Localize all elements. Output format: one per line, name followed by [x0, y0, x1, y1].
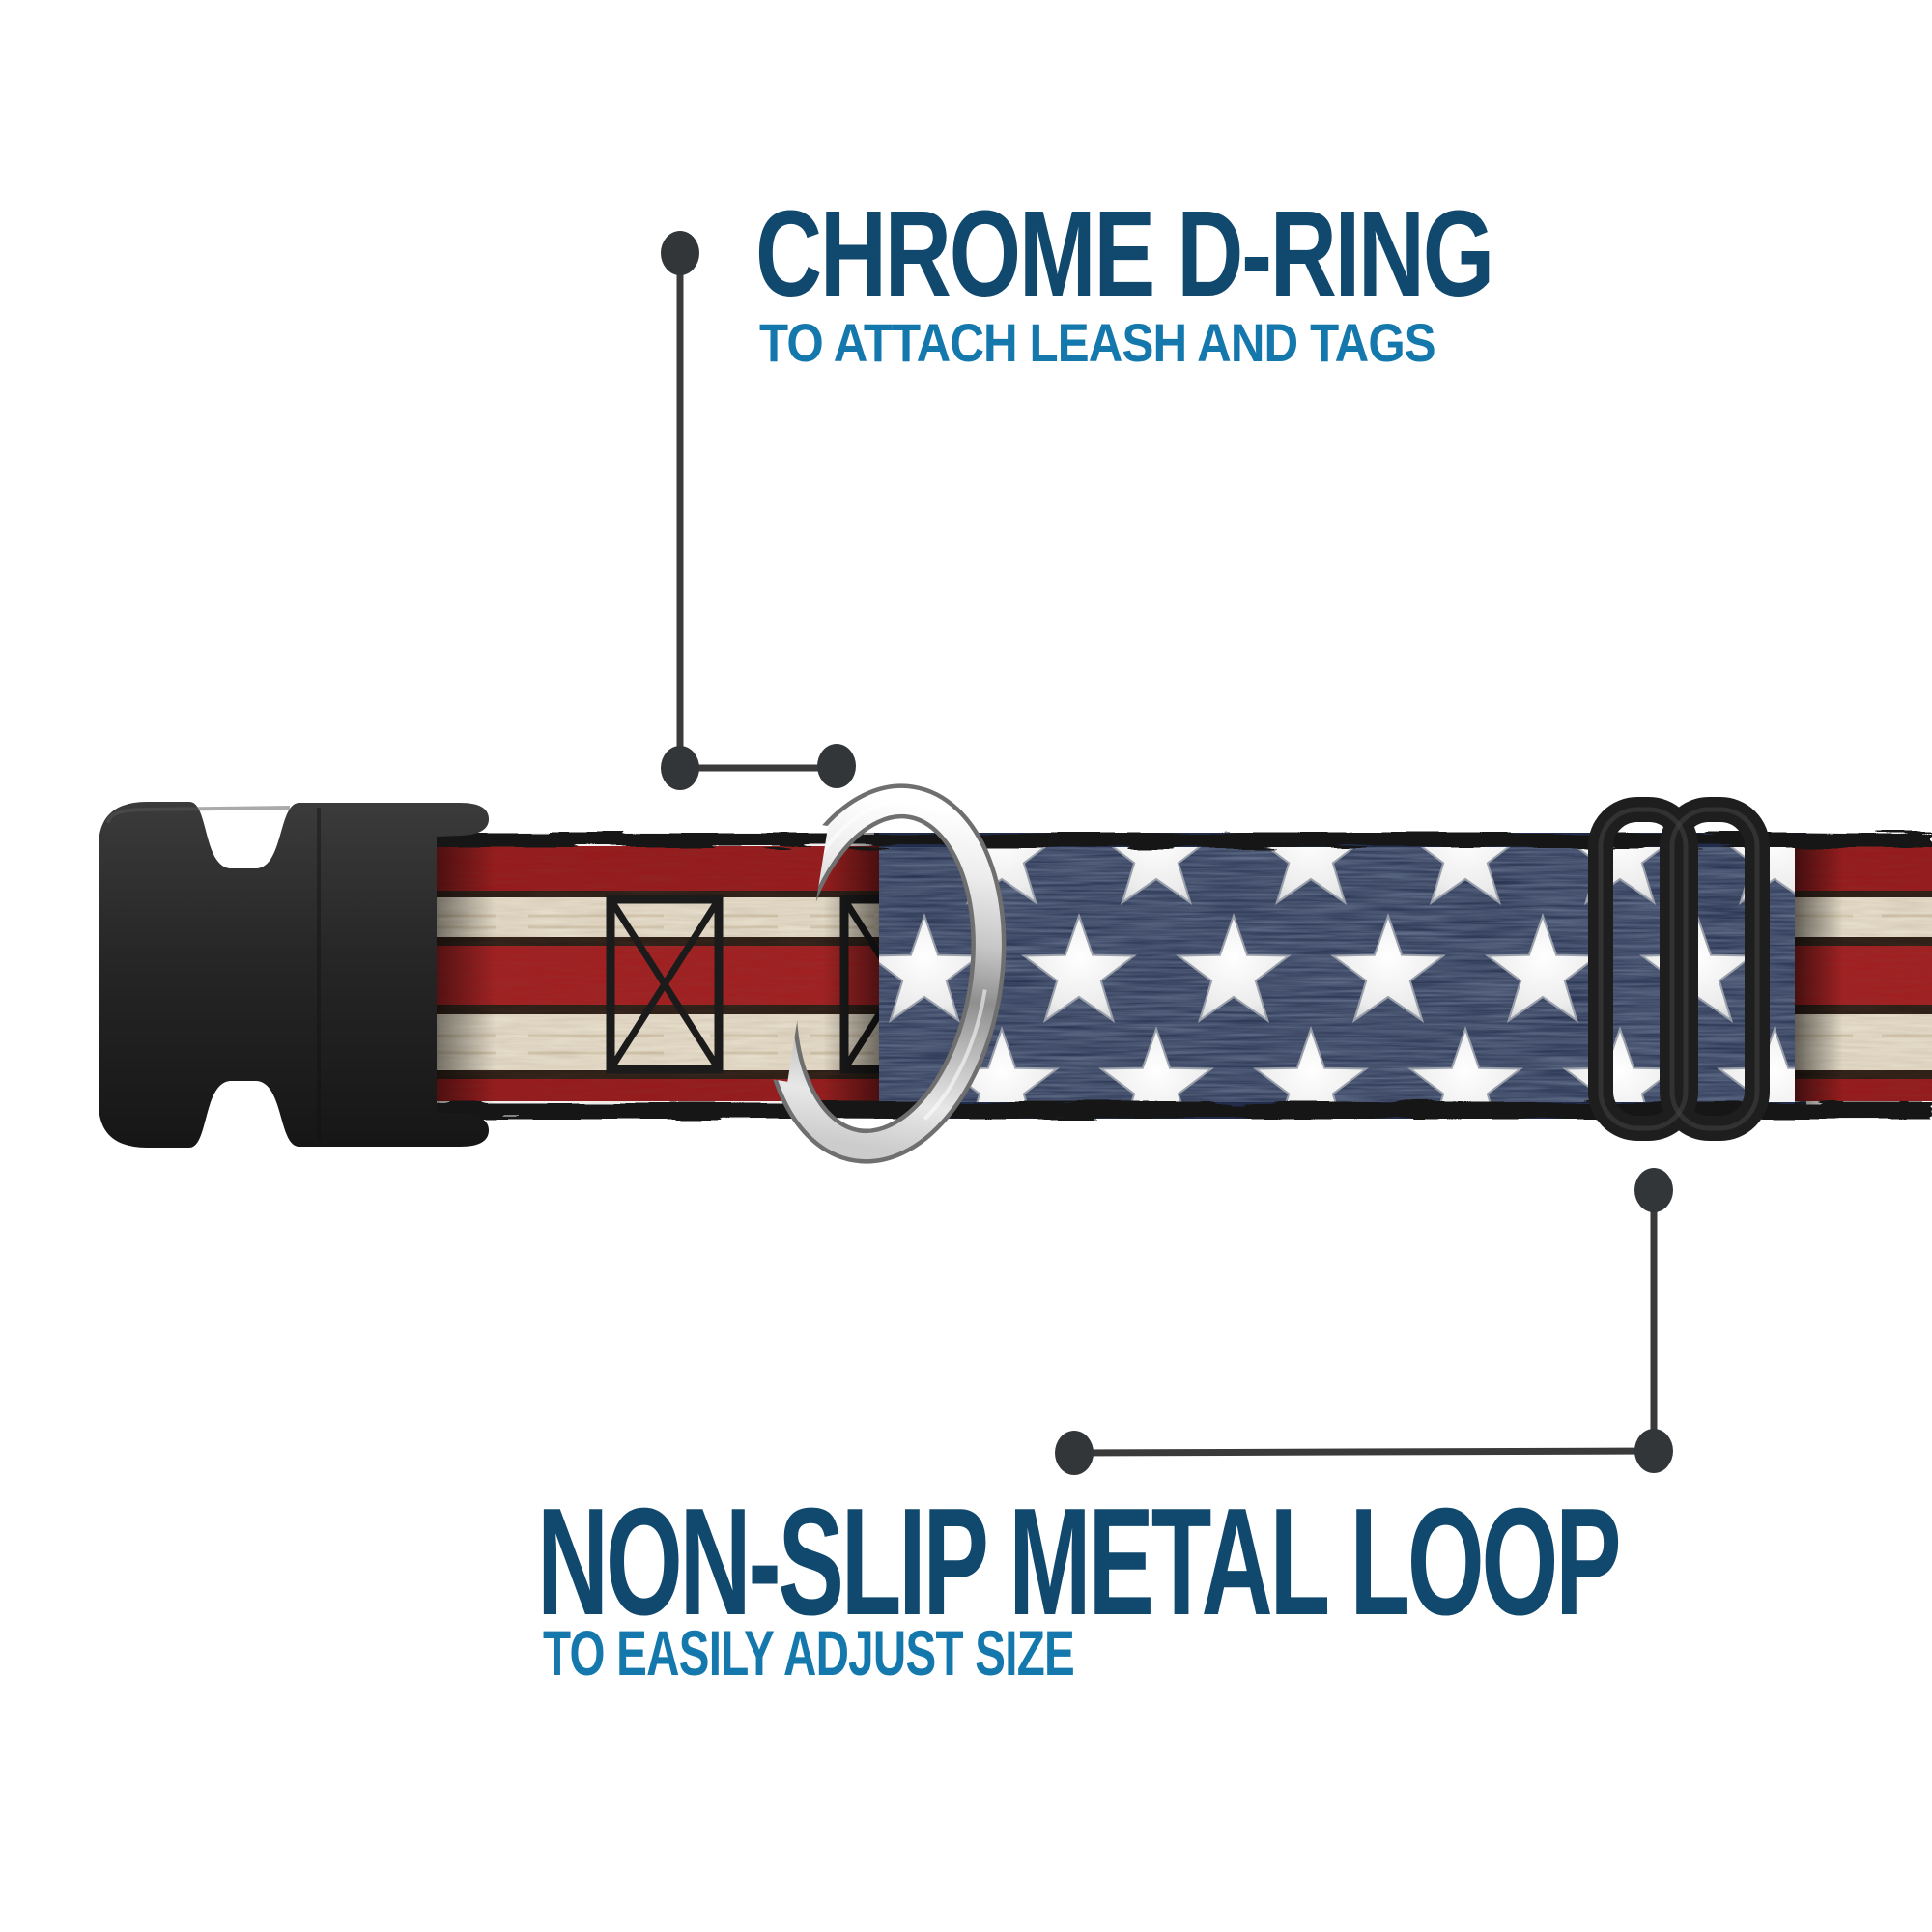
metal-loop-slider: [1588, 797, 1770, 1141]
callout-dot: [661, 746, 699, 790]
callout-line: [1070, 1186, 1658, 1457]
callout-loop: [1055, 1168, 1673, 1475]
callout-dot: [1634, 1429, 1673, 1473]
flag-stars-field: [874, 833, 1806, 1119]
flag-stripes-right: [1795, 833, 1932, 1119]
chrome-d-ring: [761, 783, 1007, 1164]
collar-webbing: [423, 833, 1932, 1119]
metal-loop-title: NON-SLIP METAL LOOP: [537, 1477, 1622, 1647]
dring-subtitle: TO ATTACH LEASH AND TAGS: [759, 312, 1436, 373]
callout-dot: [661, 231, 699, 275]
side-release-buckle: [99, 802, 489, 1148]
callout-dot: [1634, 1168, 1673, 1212]
metal-loop-subtitle: TO EASILY ADJUST SIZE: [543, 1617, 1075, 1689]
callout-dot: [1055, 1431, 1094, 1475]
callout-dot: [817, 744, 856, 788]
dring-title: CHROME D-RING: [755, 185, 1494, 322]
callout-dring: [661, 231, 856, 790]
